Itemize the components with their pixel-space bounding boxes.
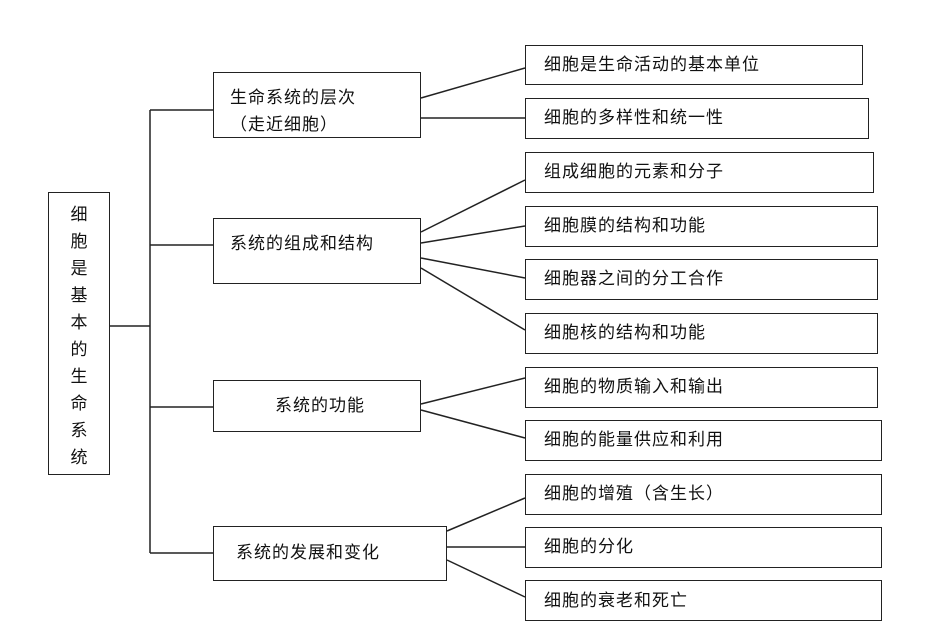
item-node: 细胞核的结构和功能 [525, 313, 878, 354]
connector-c2-i4 [420, 267, 526, 331]
category-node-development: 系统的发展和变化 [213, 526, 447, 581]
item-node: 细胞的分化 [525, 527, 882, 568]
connector-c1-i1 [420, 67, 526, 99]
item-node: 细胞是生命活动的基本单位 [525, 45, 863, 85]
connector-c2-i1 [420, 179, 526, 233]
connector-lines [110, 67, 526, 598]
item-node: 细胞的物质输入和输出 [525, 367, 878, 408]
item-node: 组成细胞的元素和分子 [525, 152, 874, 193]
item-node: 细胞的增殖（含生长） [525, 474, 882, 515]
connector-c3-i2 [420, 409, 526, 439]
item-node: 细胞的衰老和死亡 [525, 580, 882, 621]
connector-c2-i2 [420, 225, 526, 244]
item-node: 细胞膜的结构和功能 [525, 206, 878, 247]
root-node: 细 胞 是 基 本 的 生 命 系 统 [48, 192, 110, 475]
connector-c2-i3 [420, 257, 526, 279]
category-node-hierarchy: 生命系统的层次 （走近细胞） [213, 72, 421, 138]
connector-c4-i1 [446, 497, 526, 532]
connector-c4-i3 [446, 559, 526, 598]
item-node: 细胞的能量供应和利用 [525, 420, 882, 461]
item-node: 细胞器之间的分工合作 [525, 259, 878, 300]
category-node-composition: 系统的组成和结构 [213, 218, 421, 284]
category-node-function: 系统的功能 [213, 380, 421, 432]
item-node: 细胞的多样性和统一性 [525, 98, 869, 139]
connector-c3-i1 [420, 377, 526, 405]
